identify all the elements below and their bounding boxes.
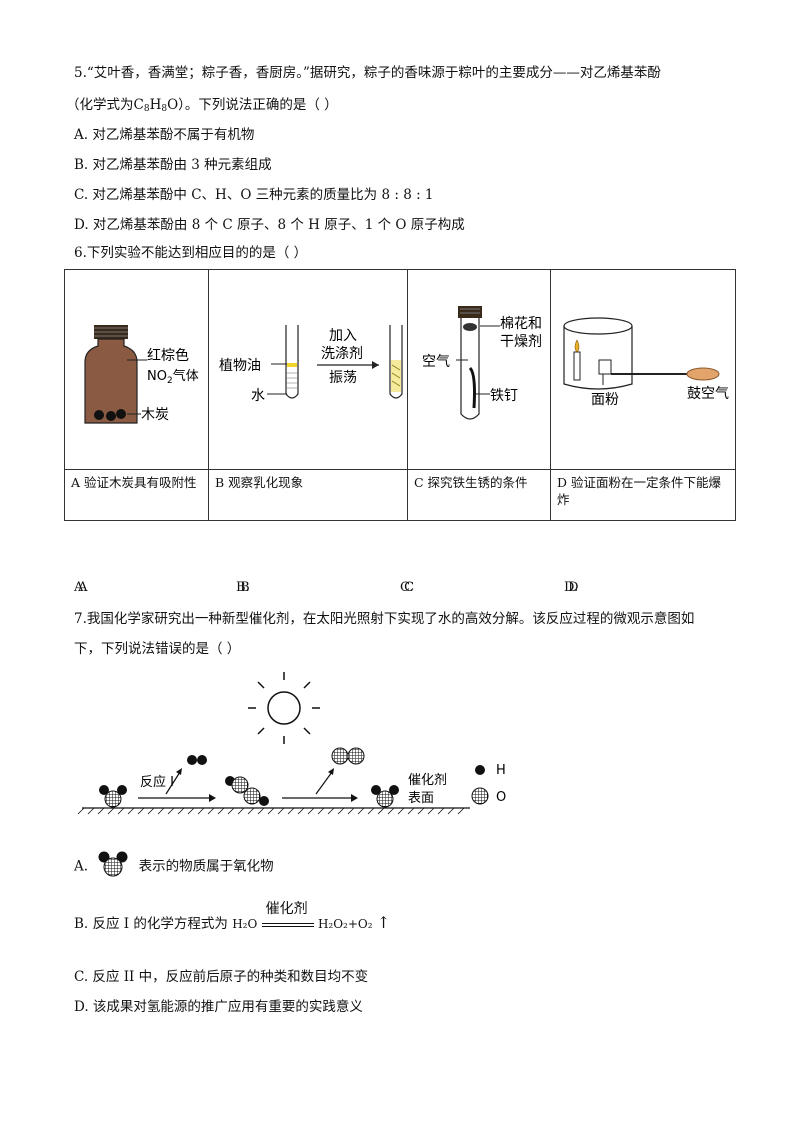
- catalyst-surface: [77, 807, 465, 815]
- q7-option-c[interactable]: C. 反应 II 中，反应前后原子的种类和数目均不变: [74, 969, 369, 985]
- fig-a-label-charcoal: 木炭: [141, 407, 169, 423]
- fig-d-dust-explosion-diagram: 面粉 鼓空气: [563, 317, 729, 408]
- fig-c-cell: 棉花和 干燥剂 空气 铁钉: [407, 269, 551, 470]
- caption-b: B 观察乳化现象: [208, 469, 408, 521]
- equation-equals-sign: 催化剂: [261, 901, 314, 934]
- q6-experiment-table: 红棕色 NO2气体 木炭 植物油 水 加入 洗涤剂 振荡: [64, 269, 736, 521]
- q5-option-d[interactable]: D. 对乙烯基苯酚由 8 个 C 原子、8 个 H 原子、1 个 O 原子构成: [74, 217, 465, 233]
- q5-option-a[interactable]: A. 对乙烯基苯酚不属于有机物: [74, 127, 255, 143]
- legend-h-atom: [475, 765, 485, 775]
- q5-stem-line2: （化学式为C8H8O）。下列说法正确的是（ ）: [66, 96, 338, 118]
- caption-a: A 验证木炭具有吸附性: [64, 469, 209, 521]
- q5-option-c[interactable]: C. 对乙烯基苯酚中 C、H、O 三种元素的质量比为 8 : 8 : 1: [74, 187, 434, 203]
- oxygen-molecule: [331, 747, 365, 765]
- fig-d-label-flour: 面粉: [591, 392, 619, 408]
- legend-h-label: H: [496, 763, 506, 778]
- fig-b-arrow-label-1: 加入: [329, 328, 357, 344]
- q7-option-d[interactable]: D. 该成果对氢能源的推广应用有重要的实践意义: [74, 999, 363, 1015]
- q6-option-a[interactable]: A. A: [74, 580, 88, 595]
- fig-b-arrow-label-3: 振荡: [329, 370, 357, 386]
- fig-b-cell: 植物油 水 加入 洗涤剂 振荡: [208, 269, 408, 470]
- hydrogen-molecule: [187, 755, 207, 765]
- equation-catalyst: 催化剂: [265, 900, 308, 917]
- water-molecule: [371, 785, 399, 808]
- hydrogen-peroxide-molecule: [225, 776, 269, 806]
- q6-option-b[interactable]: B. B: [236, 580, 250, 595]
- q7-option-b[interactable]: B. 反应 I 的化学方程式为 H₂O 催化剂 H₂O₂+O₂ ↑: [74, 900, 391, 934]
- q7-equation: H₂O 催化剂 H₂O₂+O₂ ↑: [232, 900, 391, 934]
- surface-label-2: 表面: [408, 791, 434, 806]
- fig-b-arrow-label-2: 洗涤剂: [321, 346, 363, 362]
- q7-option-a[interactable]: A. 表示的物质属于氧化物: [74, 851, 274, 878]
- surface-label-1: 催化剂: [408, 773, 447, 788]
- fig-a-label-gas: NO2气体: [147, 368, 199, 386]
- fig-a-bottle-diagram: 红棕色 NO2气体 木炭: [84, 325, 199, 424]
- q6-options: A. A B. B C. C D. D: [0, 580, 800, 600]
- q6-option-d[interactable]: D. D: [564, 580, 579, 595]
- q7-stem-line2: 下，下列说法错误的是（ ）: [74, 641, 241, 657]
- legend-o-atom: [471, 787, 489, 805]
- q5-formula: C8H8O: [133, 97, 179, 114]
- fig-c-label-nail: 铁钉: [490, 388, 518, 404]
- sun-icon: [248, 672, 320, 744]
- reaction-1-label: 反应 I: [140, 774, 174, 790]
- fig-b-emulsion-diagram: 植物油 水 加入 洗涤剂 振荡: [219, 325, 403, 404]
- fig-a-cell: 红棕色 NO2气体 木炭: [64, 269, 209, 470]
- caption-c: C 探究铁生锈的条件: [407, 469, 551, 521]
- fig-b-label-water: 水: [251, 388, 265, 404]
- water-molecule-icon: [98, 851, 128, 877]
- fig-c-rust-diagram: 棉花和 干燥剂 空气 铁钉: [422, 306, 542, 420]
- q7-stem-line1: 7.我国化学家研究出一种新型催化剂，在太阳光照射下实现了水的高效分解。该反应过程…: [74, 611, 695, 627]
- legend-o-label: O: [496, 790, 506, 805]
- fig-c-label-cotton-2: 干燥剂: [500, 334, 542, 350]
- caption-d: D 验证面粉在一定条件下能爆炸: [550, 469, 736, 521]
- q7-micro-diagram: 反应 I 催化剂 表面 H O: [77, 672, 506, 815]
- water-molecule: [99, 785, 127, 808]
- fig-c-label-air: 空气: [422, 354, 450, 370]
- q5-stem-pre: （化学式为: [66, 97, 134, 113]
- q5-stem-post: ）。下列说法正确的是（ ）: [178, 97, 338, 113]
- fig-d-cell: 面粉 鼓空气: [550, 269, 736, 470]
- q5-option-b[interactable]: B. 对乙烯基苯酚由 3 种元素组成: [74, 157, 272, 173]
- fig-c-label-cotton-1: 棉花和: [500, 315, 542, 332]
- fig-a-label-color: 红棕色: [147, 347, 189, 364]
- fig-d-label-blow: 鼓空气: [687, 386, 729, 402]
- q6-stem: 6.下列实验不能达到相应目的的是（ ）: [74, 245, 308, 261]
- fig-b-label-oil: 植物油: [219, 358, 261, 374]
- q5-stem-line1: 5.“艾叶香，香满堂；粽子香，香厨房。”据研究，粽子的香味源于粽叶的主要成分——…: [74, 65, 661, 81]
- q6-option-c[interactable]: C. C: [400, 580, 415, 595]
